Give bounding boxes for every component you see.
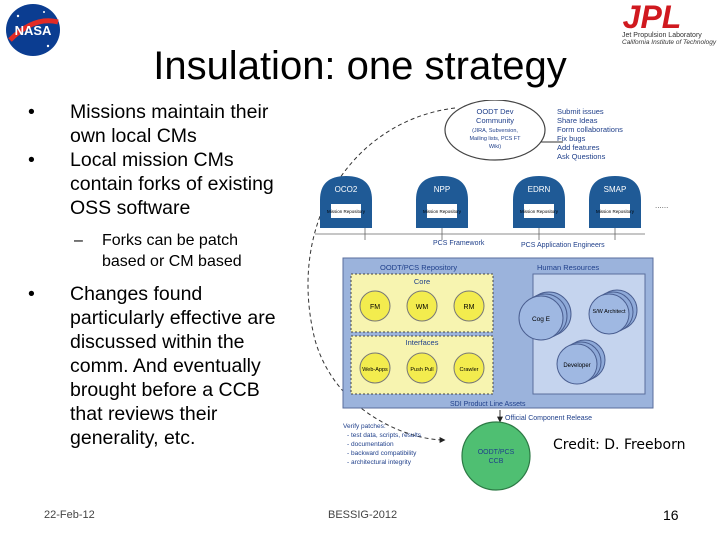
verify-item: - test data, scripts, results: [347, 432, 422, 439]
core-label: Core: [414, 277, 430, 286]
repository-title: OODT/PCS Repository: [380, 263, 457, 272]
community-ellipse: [444, 100, 546, 161]
jpl-logo-line2: California Institute of Technology: [622, 39, 717, 46]
community-detail: (JIRA, Subversion,: [472, 128, 518, 134]
bullet-item: Changes found particularly effective are…: [28, 282, 278, 450]
mission-oco2: OCO2 Mission Repository: [320, 176, 372, 228]
verify-title: Verify patches:: [343, 423, 386, 430]
pcs-framework-label: PCS Framework: [433, 240, 485, 247]
core-item: [453, 290, 485, 322]
verify-item: - documentation: [347, 441, 394, 448]
community-label: Community: [476, 116, 514, 125]
mission-repo-label: Mission Repository: [327, 209, 366, 214]
mission-npp: NPP Mission Repository: [416, 176, 468, 228]
interface-item-label: Crawler: [460, 367, 479, 373]
footer-center: BESSIG-2012: [328, 509, 398, 521]
mission-label: SMAP: [604, 185, 627, 194]
mission-repo-label: Mission Repository: [596, 209, 635, 214]
core-item-label: WM: [416, 304, 429, 311]
sub-bullet-item: Forks can be patch based or CM based: [28, 230, 278, 272]
nasa-logo-text: NASA: [15, 23, 52, 38]
ccb-label: OODT/PCS: [478, 449, 515, 456]
interface-item: [453, 352, 485, 384]
jpl-logo-line1: Jet Propulsion Laboratory: [622, 32, 702, 39]
page-number: 16: [663, 507, 679, 523]
core-item-label: FM: [370, 304, 380, 311]
core-item-label: RM: [464, 304, 475, 311]
ccb-label: CCB: [489, 458, 504, 465]
footer-date: 22-Feb-12: [44, 509, 95, 521]
mission-repo-label: Mission Repository: [520, 209, 559, 214]
action-list: Submit issues Share Ideas Form collabora…: [557, 107, 623, 161]
interface-item: [406, 352, 438, 384]
interface-item-label: Push Pull: [410, 367, 433, 373]
interface-item-label: Web-Apps: [362, 367, 388, 373]
human-resources-title: Human Resources: [537, 263, 599, 272]
core-item: [359, 290, 391, 322]
slide-title: Insulation: one strategy: [153, 44, 567, 88]
action-item: Form collaborations: [557, 125, 623, 134]
jpl-logo: JPL Jet Propulsion Laboratory California…: [622, 0, 717, 46]
hr-label: S/W Architect: [592, 309, 625, 315]
bullet-item: Missions maintain their own local CMs: [28, 100, 278, 148]
nasa-logo: NASA: [6, 4, 60, 56]
hr-developer: Developer: [556, 339, 606, 385]
mission-smap: SMAP Mission Repository: [589, 176, 641, 228]
mission-label: NPP: [434, 185, 450, 194]
mission-label: OCO2: [335, 185, 358, 194]
jpl-logo-mark: JPL: [623, 0, 682, 35]
release-label: Official Component Release: [505, 415, 592, 422]
hr-label: Developer: [563, 363, 590, 369]
community-detail: Mailing lists, PCS FT: [469, 136, 521, 142]
verify-item: - backward compatibility: [347, 450, 417, 457]
interfaces-label: Interfaces: [406, 338, 439, 347]
pcs-engineers-label: PCS Application Engineers: [521, 242, 605, 249]
bullet-list: Missions maintain their own local CMs Lo…: [28, 100, 278, 450]
verify-list: Verify patches: - test data, scripts, re…: [343, 423, 422, 466]
action-item: Share Ideas: [557, 116, 598, 125]
ccb-circle: [461, 421, 531, 491]
action-item: Fix bugs: [557, 134, 586, 143]
interface-item: [359, 352, 391, 384]
verify-item: - architectural integrity: [347, 459, 412, 466]
credit-text: Credit: D. Freeborn: [553, 437, 686, 453]
action-item: Ask Questions: [557, 152, 606, 161]
sdi-label: SDI Product Line Assets: [450, 401, 526, 408]
community-label: OODT Dev: [477, 107, 514, 116]
bullet-item: Local mission CMs contain forks of exist…: [28, 148, 278, 220]
action-item: Add features: [557, 143, 600, 152]
mission-repo-label: Mission Repository: [423, 209, 462, 214]
hr-cog-e: Cog E: [518, 291, 572, 341]
mission-label: EDRN: [528, 185, 551, 194]
hr-architect: S/W Architect: [588, 289, 638, 335]
feedback-arrow: [307, 107, 456, 443]
core-item: [406, 290, 438, 322]
diagram: OODT Dev Community (JIRA, Subversion, Ma…: [307, 100, 668, 491]
mission-edrn: EDRN Mission Repository: [513, 176, 565, 228]
action-item: Submit issues: [557, 107, 604, 116]
more-missions: ......: [655, 201, 668, 210]
community-detail: Wiki): [489, 144, 501, 150]
hr-label: Cog E: [532, 316, 551, 323]
